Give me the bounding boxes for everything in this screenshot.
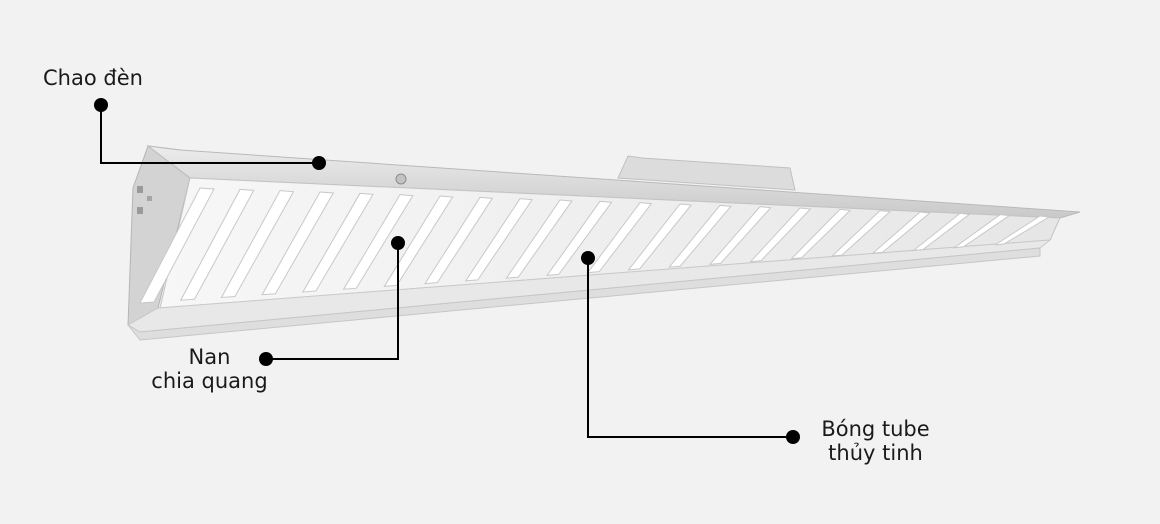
callout-dot (786, 430, 800, 444)
louver-slat (505, 199, 573, 279)
louver-slat (342, 194, 414, 290)
callout-line (587, 258, 793, 438)
louver-slat (220, 190, 295, 299)
louver-slat (383, 195, 454, 288)
callout-dot (259, 352, 273, 366)
louver-slat (830, 210, 892, 257)
label-line-2: chia quang (151, 369, 268, 393)
callout-louver (259, 236, 405, 366)
label-lamp-housing: Chao đèn (43, 66, 143, 90)
callout-line (266, 243, 399, 360)
louver-slat (952, 214, 1011, 249)
louver-slat (871, 211, 931, 254)
mounting-bracket (617, 155, 796, 191)
louver-slat (261, 191, 335, 296)
louver-slat (668, 204, 732, 268)
louver-slat (139, 187, 215, 304)
label-line-2: thủy tinh (828, 441, 923, 465)
louver-slat (586, 202, 653, 274)
callout-lamp-housing (94, 98, 326, 170)
louver-slat (994, 215, 1051, 246)
lamp-housing (146, 145, 1081, 219)
callout-tube (581, 251, 800, 444)
louver-group (139, 187, 1051, 304)
label-tube: Bóng tube thủy tinh (808, 417, 943, 465)
louver-slat (464, 198, 533, 282)
louver-slat (749, 207, 812, 263)
louver-slat (301, 192, 374, 293)
callout-dot (312, 156, 326, 170)
louver-slat (627, 203, 693, 271)
label-line-1: Nan (188, 345, 231, 369)
louver-slat (708, 206, 772, 265)
louver-slat (546, 200, 613, 276)
louver-slat (179, 188, 255, 301)
label-line-1: Bóng tube (821, 417, 930, 441)
louver-slat (424, 196, 494, 285)
callout-line (100, 105, 319, 164)
label-text: Chao đèn (43, 66, 143, 90)
label-louver: Nan chia quang (142, 345, 277, 393)
louver-slat (911, 212, 971, 252)
louver-slat (790, 208, 852, 260)
